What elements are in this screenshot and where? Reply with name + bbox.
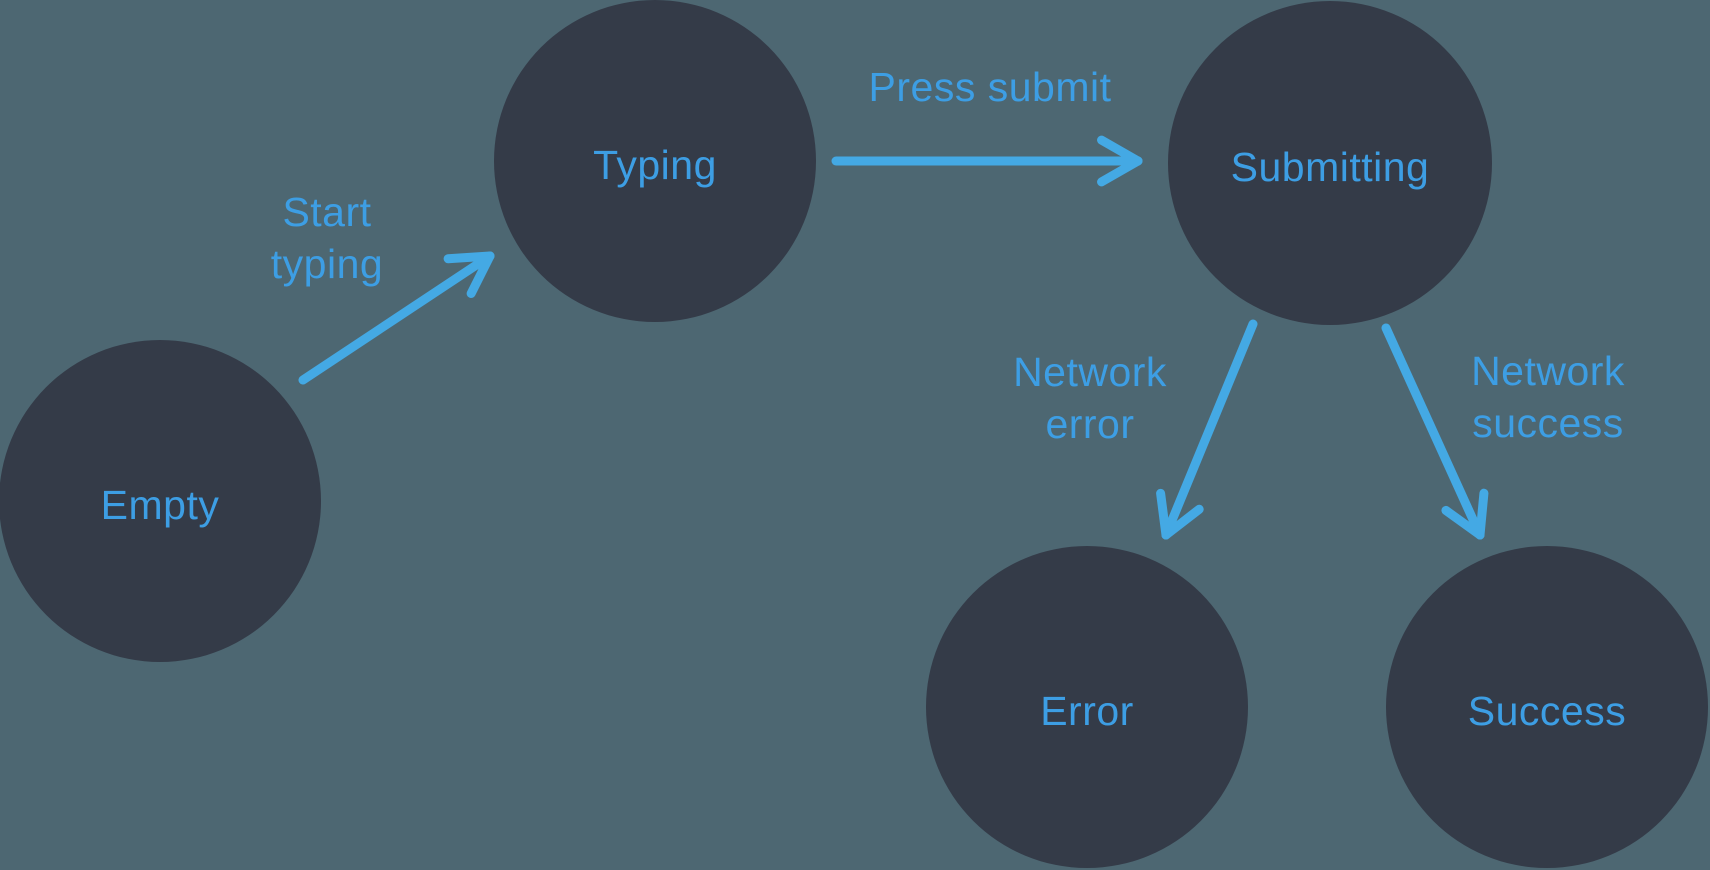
state-node-empty: Empty [0, 340, 321, 662]
state-node-submitting: Submitting [1168, 1, 1492, 325]
transition-arrow-network-success [1381, 323, 1489, 540]
state-label-submitting: Submitting [1230, 143, 1430, 190]
state-label-typing: Typing [593, 141, 717, 188]
state-node-typing: Typing [494, 0, 816, 322]
transition-label-press-submit: Press submit [868, 64, 1112, 110]
transition-label-start-typing: Start typing [270, 189, 384, 287]
state-node-error: Error [926, 546, 1248, 868]
transition-label-network-success: Network success [1471, 348, 1625, 446]
transition-label-network-error: Network error [1013, 349, 1167, 447]
transition-arrow-network-error [1156, 319, 1258, 540]
state-node-success: Success [1386, 546, 1708, 868]
state-label-success: Success [1467, 687, 1627, 734]
state-label-error: Error [1040, 687, 1134, 734]
transition-arrow-start-typing [298, 251, 495, 385]
transition-arrow-press-submit [831, 135, 1143, 187]
state-label-empty: Empty [100, 481, 220, 528]
